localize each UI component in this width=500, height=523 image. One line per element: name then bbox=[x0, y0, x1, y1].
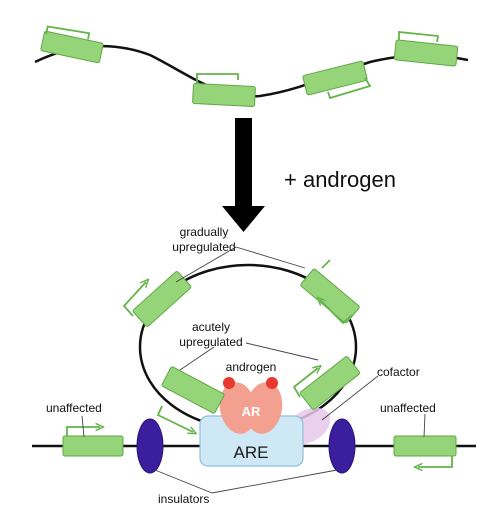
promoter-arrow-icon bbox=[196, 73, 239, 84]
unaffected-right-label: unaffected bbox=[380, 401, 436, 415]
transition-arrow bbox=[222, 118, 265, 232]
gene-top-4 bbox=[393, 31, 459, 67]
gradually-label-line1: gradually bbox=[180, 225, 229, 239]
gene-unaffected-right bbox=[393, 435, 457, 467]
promoter-arrow-icon bbox=[292, 368, 318, 398]
are-label: ARE bbox=[234, 443, 269, 462]
leader-lines bbox=[81, 246, 426, 494]
treatment-label: + androgen bbox=[284, 167, 396, 192]
gene-top-2 bbox=[192, 73, 256, 108]
promoter-arrow-icon bbox=[327, 77, 372, 100]
promoter-arrow-icon bbox=[321, 259, 331, 269]
unaffected-left-label: unaffected bbox=[46, 401, 102, 415]
promoter-arrow-icon bbox=[66, 427, 100, 436]
gene-top-3 bbox=[302, 60, 372, 100]
androgen-label: androgen bbox=[226, 360, 277, 374]
acutely-label-line2: upregulated bbox=[179, 335, 242, 349]
insulators-label: insulators bbox=[158, 492, 209, 506]
androgen-dot-right bbox=[266, 377, 278, 389]
ar-label: AR bbox=[242, 404, 261, 419]
androgen-receptor bbox=[219, 382, 283, 434]
promoter-arrow-icon bbox=[45, 25, 91, 40]
gene-acute-left bbox=[156, 366, 225, 432]
cofactor-label: cofactor bbox=[377, 365, 420, 379]
promoter-arrow-icon bbox=[418, 456, 453, 467]
gradually-label-line2: upregulated bbox=[172, 240, 235, 254]
promoter-arrow-icon bbox=[398, 31, 440, 43]
gene-acute-right bbox=[292, 356, 361, 410]
promoter-arrow-icon bbox=[320, 300, 353, 325]
acutely-label-line1: acutely bbox=[192, 320, 230, 334]
gene-gradual-right bbox=[300, 259, 360, 325]
gene-unaffected-left bbox=[62, 427, 124, 457]
insulator-right bbox=[328, 418, 356, 474]
insulator-left bbox=[136, 418, 164, 474]
promoter-arrow-icon bbox=[156, 405, 193, 432]
androgen-dot-left bbox=[223, 377, 235, 389]
gene-gradual-left bbox=[122, 271, 192, 327]
promoter-arrow-icon bbox=[122, 282, 146, 317]
gene-top-1 bbox=[40, 25, 104, 64]
